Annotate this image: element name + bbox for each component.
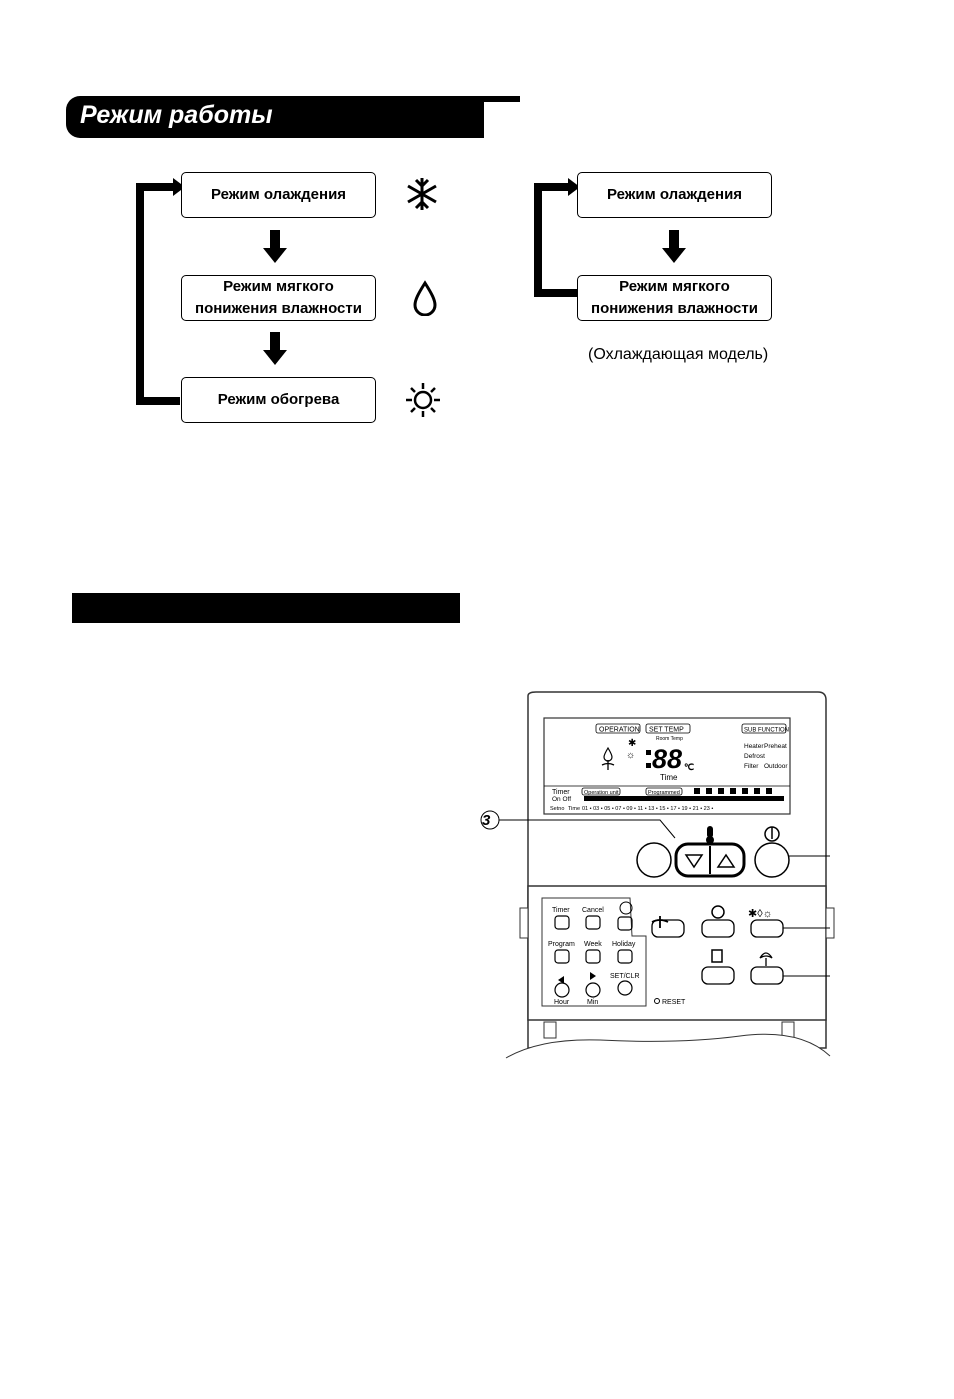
power-icon bbox=[764, 826, 780, 842]
lcd-operation: OPERATION bbox=[599, 727, 640, 734]
lcd-digits: 88 bbox=[652, 744, 682, 774]
week-label: Week bbox=[584, 941, 602, 948]
swing-button[interactable] bbox=[701, 966, 735, 985]
right-mode-box-dry: Режим мягкого понижения влажности bbox=[577, 275, 772, 321]
air-clean-icon bbox=[759, 952, 773, 966]
lcd-set-temp: SET TEMP bbox=[649, 727, 684, 734]
down-arrow-icon bbox=[263, 332, 287, 365]
down-arrow-icon bbox=[662, 230, 686, 263]
program-button[interactable] bbox=[554, 949, 570, 964]
snowflake-icon bbox=[407, 178, 437, 210]
holiday-button[interactable] bbox=[617, 949, 633, 964]
lcd-filter: Filter bbox=[744, 763, 759, 770]
header-rule bbox=[484, 96, 520, 102]
lcd-fan-icon bbox=[601, 760, 615, 770]
thermometer-icon bbox=[706, 826, 714, 844]
remote-controller: OPERATION SET TEMP SUB FUNCTION Room Tem… bbox=[480, 691, 835, 1059]
lcd-unit: ℃ bbox=[684, 762, 694, 772]
hour-button[interactable] bbox=[554, 982, 570, 998]
lcd-outdoor: Outdoor bbox=[764, 763, 788, 770]
lcd-programmed: Programmed bbox=[648, 790, 680, 796]
temp-down-icon bbox=[684, 854, 704, 869]
cooling-model-note: (Охлаждающая модель) bbox=[588, 346, 769, 363]
right-mode-box-cooling: Режим олаждения bbox=[577, 172, 772, 218]
setclr-label: SET/CLR bbox=[610, 973, 640, 980]
lcd-time: Time bbox=[660, 773, 678, 782]
setclr-button[interactable] bbox=[617, 980, 633, 996]
lcd-heater: Heater bbox=[744, 743, 764, 750]
lcd-hours: 01 • 03 • 05 • 07 • 09 • 11 • 13 • 15 • … bbox=[582, 806, 713, 812]
power-button[interactable] bbox=[754, 842, 790, 878]
section-title: Режим работы bbox=[80, 101, 273, 129]
right-triangle-icon bbox=[590, 972, 596, 980]
holiday-label: Holiday bbox=[612, 941, 636, 948]
right-mode-label-cooling: Режим олаждения bbox=[606, 186, 743, 203]
lcd-operation-unit: Operation unit bbox=[584, 790, 619, 796]
lcd-sub-function: SUB FUNCTION bbox=[744, 728, 789, 734]
lcd-timer: Timer bbox=[552, 789, 570, 796]
drop-icon bbox=[413, 280, 437, 316]
timer-label: Timer bbox=[552, 907, 570, 914]
left-cycle-bracket bbox=[136, 178, 185, 405]
right-mode-label-dry-2: понижения влажности bbox=[591, 300, 758, 317]
right-cycle-bracket bbox=[534, 178, 580, 297]
week-button[interactable] bbox=[585, 949, 601, 964]
mode-box-dry: Режим мягкого понижения влажности bbox=[181, 275, 376, 321]
min-button[interactable] bbox=[585, 982, 601, 998]
down-arrow-icon bbox=[263, 230, 287, 263]
lcd-on-off: On Off bbox=[552, 796, 571, 803]
mode-box-heating: Режим обогрева bbox=[181, 377, 376, 423]
lcd-time-row: Time bbox=[568, 806, 580, 812]
lcd-defrost: Defrost bbox=[744, 753, 765, 760]
lcd-room-temp: Room Temp bbox=[656, 736, 683, 742]
cancel-label: Cancel bbox=[582, 907, 604, 914]
fan-button[interactable] bbox=[701, 919, 735, 938]
timer-advanced-icon bbox=[619, 901, 633, 915]
hour-label: Hour bbox=[554, 999, 570, 1006]
lower-panel bbox=[527, 885, 827, 1021]
timer-button[interactable] bbox=[554, 915, 570, 930]
mode-label-cooling: Режим олаждения bbox=[210, 186, 347, 203]
callout-number: 3 bbox=[482, 812, 491, 829]
temp-up-icon bbox=[716, 853, 736, 868]
lcd-snow-icon: ✱ bbox=[628, 738, 636, 749]
sun-icon bbox=[406, 383, 440, 417]
lcd-setno: Setno bbox=[550, 806, 564, 812]
left-round-button[interactable] bbox=[636, 842, 672, 878]
mode-box-cooling: Режим олаждения bbox=[181, 172, 376, 218]
fan-speed-button[interactable] bbox=[651, 919, 685, 938]
mode-label-dry-2: понижения влажности bbox=[195, 300, 362, 317]
swing-icon bbox=[711, 949, 723, 963]
cancel-button[interactable] bbox=[585, 915, 601, 930]
mode-label-heating: Режим обогрева bbox=[217, 391, 340, 408]
lcd-preheat: Preheat bbox=[764, 743, 787, 750]
left-triangle-icon bbox=[558, 976, 564, 984]
reset-label: RESET bbox=[662, 999, 686, 1006]
fan-icon bbox=[711, 905, 725, 919]
section-header-bar: Режим работы bbox=[66, 96, 520, 138]
min-label: Min bbox=[587, 999, 598, 1006]
timer-advanced-button[interactable] bbox=[617, 916, 633, 931]
program-label: Program bbox=[548, 941, 575, 948]
mode-label-dry-1: Режим мягкого bbox=[223, 278, 334, 295]
lcd-sun-icon: ☼ bbox=[626, 750, 635, 761]
mode-icons: ✱◊☼ bbox=[748, 908, 773, 920]
section-bar-2 bbox=[72, 593, 460, 623]
right-mode-label-dry-1: Режим мягкого bbox=[619, 278, 730, 295]
